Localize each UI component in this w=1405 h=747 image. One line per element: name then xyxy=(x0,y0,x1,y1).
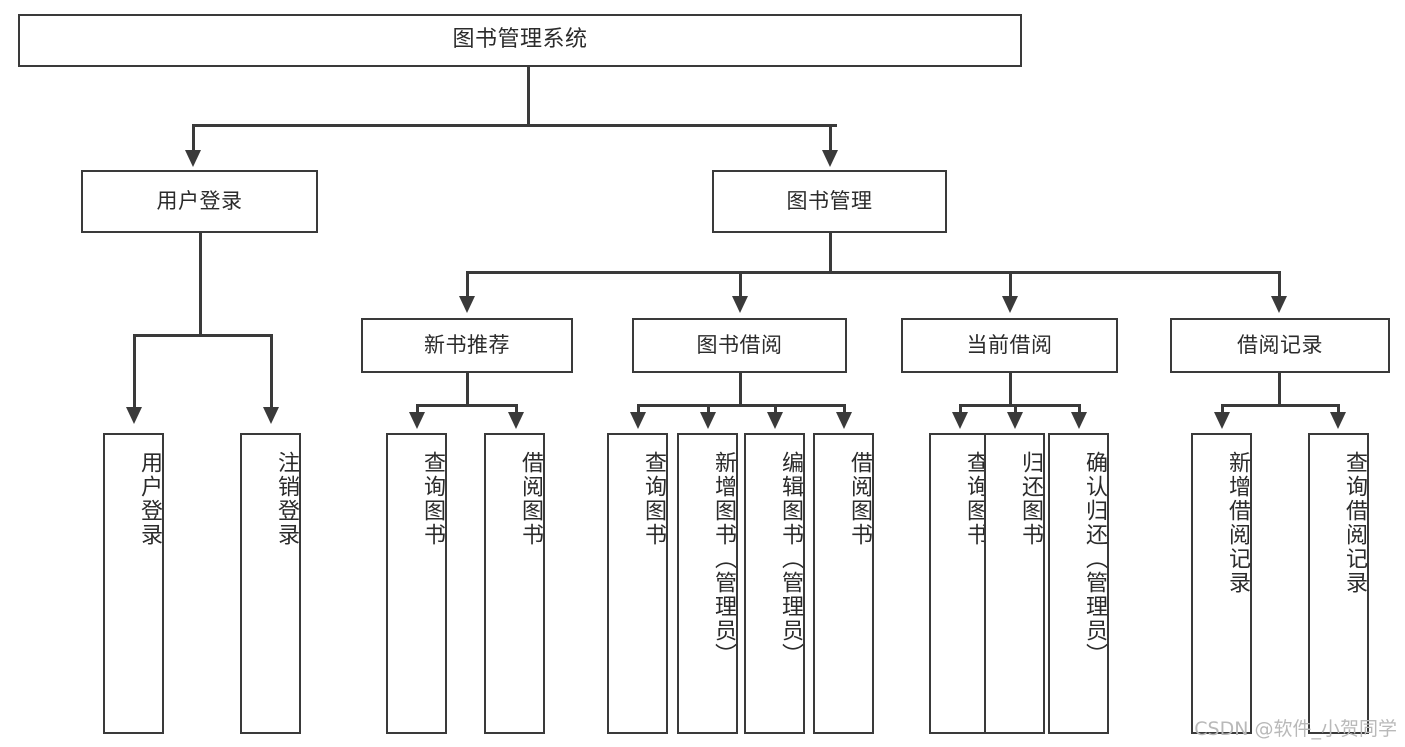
leaf-new-book-rec-1-label: 查询图书 xyxy=(420,451,445,547)
arrow-cb-2 xyxy=(1007,412,1023,429)
connector-drop-bb-4 xyxy=(843,404,846,414)
arrow-br-2 xyxy=(1330,412,1346,429)
leaf-book-borrow-2-label: 新增图书（管理员） xyxy=(711,451,736,667)
connector-drop-user-login xyxy=(192,124,195,151)
leaf-new-book-rec-2-label: 借阅图书 xyxy=(518,451,543,547)
connector-drop-user-login-1 xyxy=(133,334,136,408)
node-root[interactable]: 图书管理系统 xyxy=(18,14,1022,67)
connector-new-book-rec-bus xyxy=(416,404,517,407)
leaf-current-borrow-2-label: 归还图书 xyxy=(1018,451,1043,547)
arrow-cb-1 xyxy=(952,412,968,429)
connector-drop-cb-1 xyxy=(959,404,962,414)
connector-drop-cb-2 xyxy=(1014,404,1017,414)
connector-drop-br-1 xyxy=(1221,404,1224,414)
leaf-book-borrow-4[interactable]: 借阅图书 xyxy=(813,433,874,734)
connector-drop-current-borrow xyxy=(1009,271,1012,297)
connector-drop-borrow-record xyxy=(1278,271,1281,297)
leaf-borrow-record-1[interactable]: 新增借阅记录 xyxy=(1191,433,1252,734)
arrow-new-book-rec xyxy=(459,296,475,313)
connector-drop-user-login-2 xyxy=(270,334,273,408)
connector-current-borrow-bus xyxy=(959,404,1079,407)
leaf-borrow-record-2[interactable]: 查询借阅记录 xyxy=(1308,433,1369,734)
connector-drop-nbr-1 xyxy=(416,404,419,414)
leaf-current-borrow-1-label: 查询图书 xyxy=(963,451,988,547)
leaf-borrow-record-2-label: 查询借阅记录 xyxy=(1342,451,1367,595)
connector-drop-book-manage xyxy=(829,124,832,151)
connector-drop-bb-3 xyxy=(774,404,777,414)
node-root-label: 图书管理系统 xyxy=(452,27,588,53)
arrow-br-1 xyxy=(1214,412,1230,429)
leaf-book-borrow-1[interactable]: 查询图书 xyxy=(607,433,668,734)
leaf-book-borrow-2[interactable]: 新增图书（管理员） xyxy=(677,433,738,734)
leaf-current-borrow-3[interactable]: 确认归还（管理员） xyxy=(1048,433,1109,734)
connector-drop-book-borrow xyxy=(739,271,742,297)
arrow-bb-1 xyxy=(630,412,646,429)
node-book-borrow-label: 图书借阅 xyxy=(696,332,783,357)
leaf-user-login-2-label: 注销登录 xyxy=(274,451,299,547)
connector-user-login-bus xyxy=(133,334,272,337)
leaf-user-login-1-label: 用户登录 xyxy=(137,451,162,547)
connector-root-stem xyxy=(527,67,530,125)
leaf-user-login-1[interactable]: 用户登录 xyxy=(103,433,164,734)
arrow-bb-3 xyxy=(767,412,783,429)
connector-level3-bus xyxy=(466,271,1280,274)
connector-borrow-record-bus xyxy=(1221,404,1339,407)
connector-drop-bb-1 xyxy=(637,404,640,414)
connector-drop-nbr-2 xyxy=(515,404,518,414)
node-user-login-label: 用户登录 xyxy=(156,188,243,213)
leaf-new-book-rec-1[interactable]: 查询图书 xyxy=(386,433,447,734)
leaf-book-borrow-3[interactable]: 编辑图书（管理员） xyxy=(744,433,805,734)
node-current-borrow-label: 当前借阅 xyxy=(966,332,1053,357)
connector-new-book-rec-stem xyxy=(466,373,469,406)
node-new-book-rec-label: 新书推荐 xyxy=(424,332,510,357)
leaf-user-login-2[interactable]: 注销登录 xyxy=(240,433,301,734)
leaf-current-borrow-1[interactable]: 查询图书 xyxy=(929,433,990,734)
connector-borrow-record-stem xyxy=(1278,373,1281,406)
connector-drop-new-book-rec xyxy=(466,271,469,297)
connector-current-borrow-stem xyxy=(1009,373,1012,406)
leaf-current-borrow-2[interactable]: 归还图书 xyxy=(984,433,1045,734)
arrow-bb-4 xyxy=(836,412,852,429)
arrow-nbr-2 xyxy=(508,412,524,429)
leaf-borrow-record-1-label: 新增借阅记录 xyxy=(1225,451,1250,595)
arrow-borrow-record xyxy=(1271,296,1287,313)
node-current-borrow[interactable]: 当前借阅 xyxy=(901,318,1118,373)
arrow-nbr-1 xyxy=(409,412,425,429)
arrow-user-login-2 xyxy=(263,407,279,424)
node-new-book-rec[interactable]: 新书推荐 xyxy=(361,318,573,373)
leaf-book-borrow-1-label: 查询图书 xyxy=(641,451,666,547)
connector-level2-bus xyxy=(192,124,837,127)
arrow-bb-2 xyxy=(700,412,716,429)
connector-drop-bb-2 xyxy=(707,404,710,414)
arrow-current-borrow xyxy=(1002,296,1018,313)
node-borrow-record[interactable]: 借阅记录 xyxy=(1170,318,1390,373)
connector-book-borrow-stem xyxy=(739,373,742,406)
arrow-book-borrow xyxy=(732,296,748,313)
leaf-book-borrow-4-label: 借阅图书 xyxy=(847,451,872,547)
node-book-manage[interactable]: 图书管理 xyxy=(712,170,947,233)
connector-book-manage-stem xyxy=(829,233,832,273)
leaf-new-book-rec-2[interactable]: 借阅图书 xyxy=(484,433,545,734)
arrow-book-manage xyxy=(822,150,838,167)
node-user-login[interactable]: 用户登录 xyxy=(81,170,318,233)
connector-drop-br-2 xyxy=(1337,404,1340,414)
node-book-manage-label: 图书管理 xyxy=(786,188,873,213)
leaf-book-borrow-3-label: 编辑图书（管理员） xyxy=(778,451,803,667)
node-borrow-record-label: 借阅记录 xyxy=(1237,332,1323,357)
node-book-borrow[interactable]: 图书借阅 xyxy=(632,318,847,373)
connector-drop-cb-3 xyxy=(1078,404,1081,414)
arrow-user-login xyxy=(185,150,201,167)
leaf-current-borrow-3-label: 确认归还（管理员） xyxy=(1082,451,1107,667)
connector-book-borrow-bus xyxy=(637,404,845,407)
connector-user-login-stem xyxy=(199,233,202,335)
arrow-cb-3 xyxy=(1071,412,1087,429)
arrow-user-login-1 xyxy=(126,407,142,424)
